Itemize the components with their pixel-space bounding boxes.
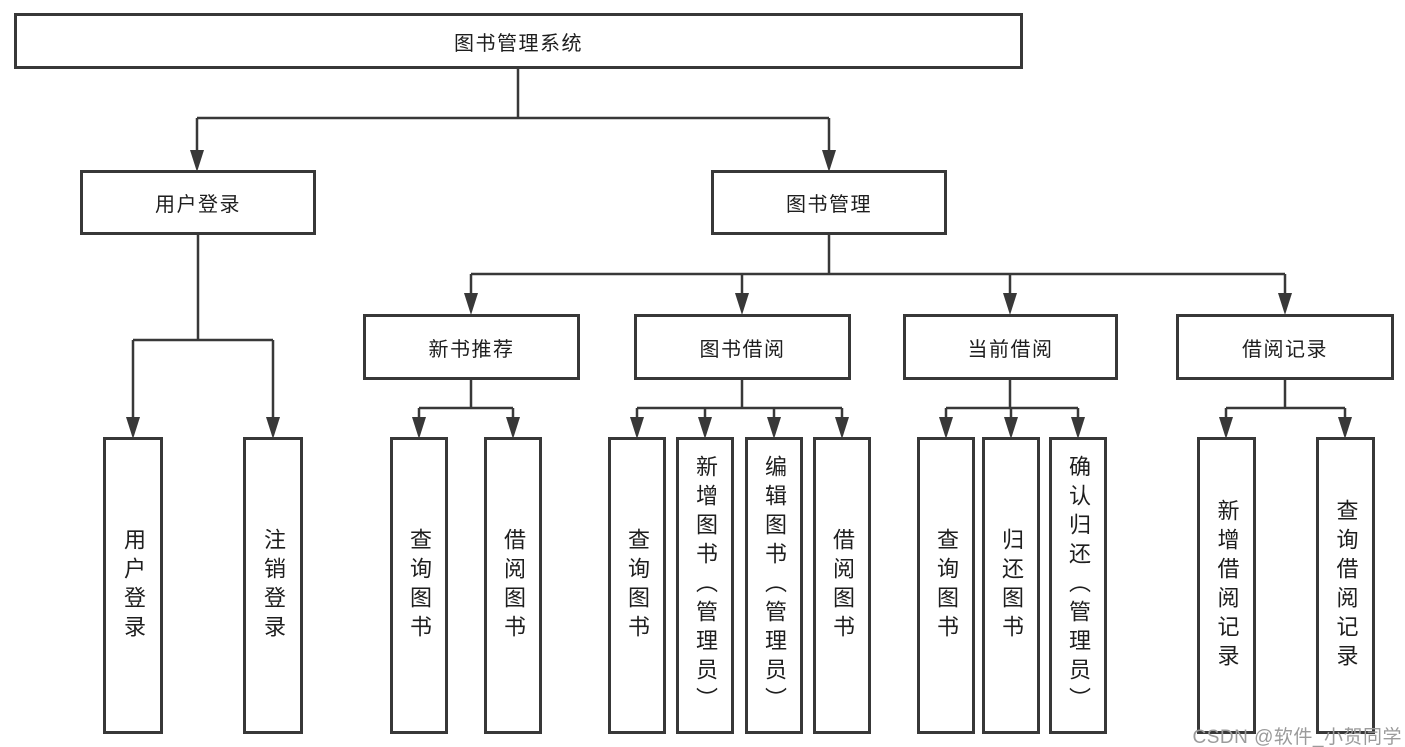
- arrowhead: [126, 417, 140, 439]
- arrowhead: [1278, 293, 1292, 315]
- node-label: 编辑图书（管理员）: [762, 455, 787, 716]
- node-label: 查询借阅记录: [1333, 498, 1359, 673]
- node-book-borrowing: 图书借阅: [634, 314, 851, 380]
- node-label: 当前借阅: [967, 338, 1054, 361]
- leaf-borrow-books-recommend: 借阅图书: [484, 437, 542, 734]
- node-label: 借阅图书: [830, 527, 855, 644]
- arrowhead: [630, 417, 644, 439]
- node-label: 查询图书: [625, 527, 650, 644]
- node-user-login: 用户登录: [80, 170, 316, 235]
- arrowhead: [939, 417, 953, 439]
- leaf-confirm-return-admin: 确认归还（管理员）: [1049, 437, 1107, 734]
- node-label: 新增借阅记录: [1214, 498, 1240, 673]
- node-label: 图书借阅: [699, 338, 786, 361]
- arrowhead: [835, 417, 849, 439]
- arrowhead: [735, 293, 749, 315]
- leaf-add-borrow-record: 新增借阅记录: [1197, 437, 1256, 734]
- node-label: 归还图书: [999, 527, 1024, 644]
- arrowhead: [266, 417, 280, 439]
- node-label: 新增图书（管理员）: [693, 455, 718, 716]
- arrowhead: [822, 150, 836, 172]
- node-label: 查询图书: [934, 527, 959, 644]
- node-book-management: 图书管理: [711, 170, 947, 235]
- node-label: 用户登录: [155, 194, 241, 216]
- arrowhead: [1219, 417, 1233, 439]
- node-label: 用户登录: [121, 527, 146, 644]
- node-current-borrowing: 当前借阅: [903, 314, 1118, 380]
- node-label: 查询图书: [407, 527, 432, 644]
- node-root: 图书管理系统: [14, 13, 1023, 69]
- node-label: 借阅记录: [1242, 338, 1328, 361]
- arrowhead: [1003, 293, 1017, 315]
- leaf-add-book-admin: 新增图书（管理员）: [676, 437, 734, 734]
- watermark: CSDN @软件_小贺同学: [1192, 727, 1402, 747]
- arrowhead: [698, 417, 712, 439]
- arrowhead: [1071, 417, 1085, 439]
- leaf-return-books: 归还图书: [982, 437, 1040, 734]
- arrowhead: [506, 417, 520, 439]
- arrowhead: [1338, 417, 1352, 439]
- leaf-query-books-borrowing: 查询图书: [608, 437, 666, 734]
- node-borrowing-records: 借阅记录: [1176, 314, 1394, 380]
- node-label: 借阅图书: [501, 527, 526, 644]
- arrowhead: [1004, 417, 1018, 439]
- node-label: 新书推荐: [428, 338, 515, 361]
- leaf-query-borrow-record: 查询借阅记录: [1316, 437, 1375, 734]
- leaf-edit-book-admin: 编辑图书（管理员）: [745, 437, 803, 734]
- leaf-query-books-current: 查询图书: [917, 437, 975, 734]
- leaf-borrow-books: 借阅图书: [813, 437, 871, 734]
- arrowhead: [412, 417, 426, 439]
- leaf-user-login: 用户登录: [103, 437, 163, 734]
- arrowhead: [190, 150, 204, 172]
- node-new-book-recommend: 新书推荐: [363, 314, 580, 380]
- arrowhead: [767, 417, 781, 439]
- node-label: 注销登录: [261, 527, 286, 644]
- node-label: 图书管理: [786, 194, 872, 216]
- leaf-query-books-recommend: 查询图书: [390, 437, 448, 734]
- arrowhead: [464, 293, 478, 315]
- node-label: 确认归还（管理员）: [1066, 455, 1091, 716]
- leaf-logout: 注销登录: [243, 437, 303, 734]
- node-label: 图书管理系统: [454, 32, 583, 55]
